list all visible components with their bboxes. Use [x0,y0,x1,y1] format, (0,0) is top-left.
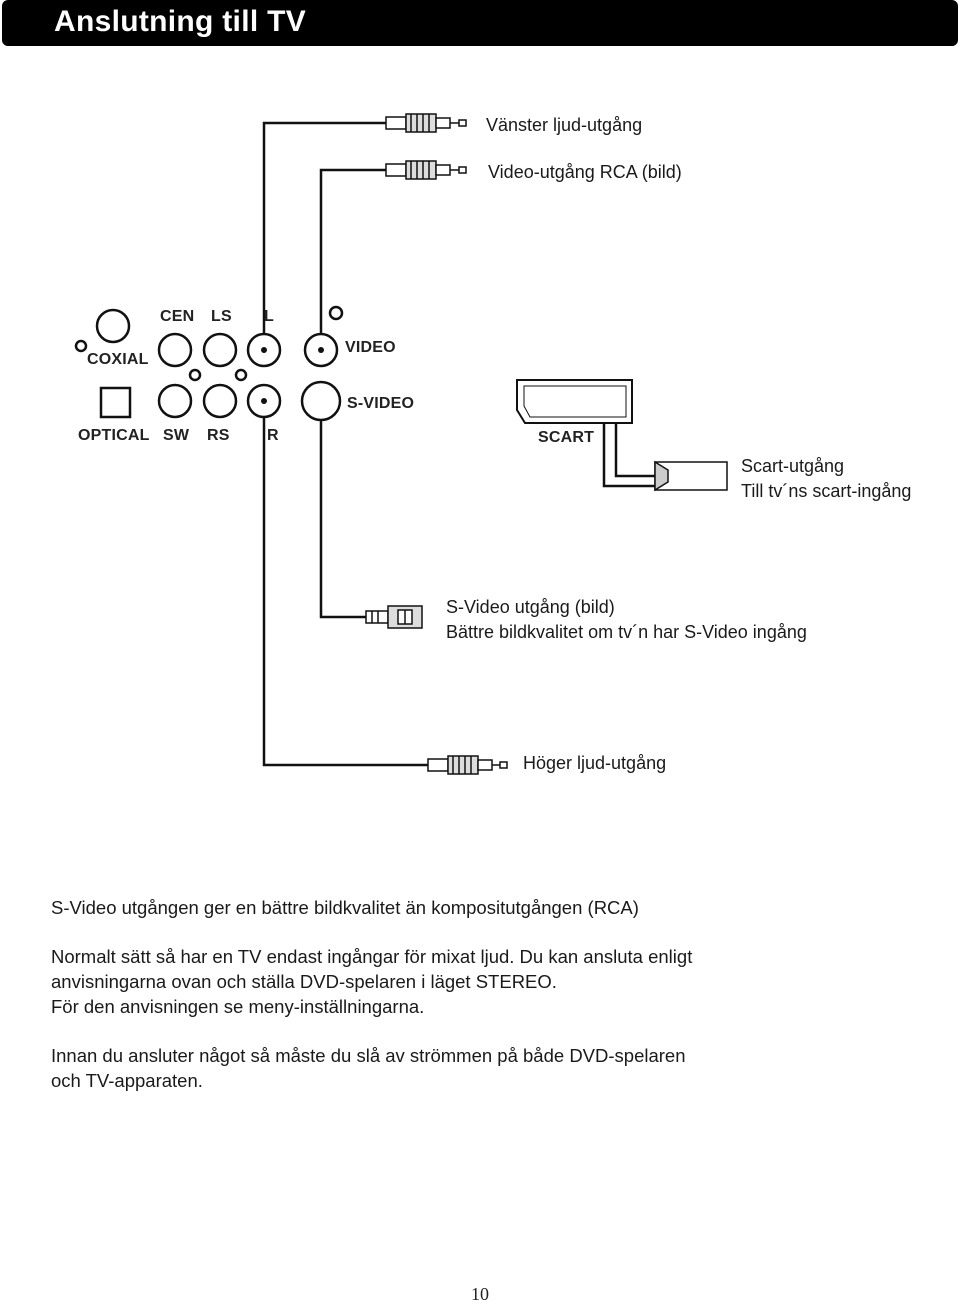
label-svideo-note: Bättre bildkvalitet om tv´n har S-Video … [446,622,807,642]
cable-svideo [319,408,368,619]
paragraph-stereo-line-3: För den anvisningen se meny-inställninga… [51,996,425,1017]
label-scart-in: Till tv´ns scart-ingång [741,481,912,501]
sw-jack-icon [157,383,193,419]
rca-plug-right-audio-icon [427,755,508,775]
jack-top-left-icon [95,308,131,344]
panel-label-r: R [267,427,279,444]
panel-label-ls: LS [211,308,232,325]
panel-label-svideo: S-VIDEO [347,395,415,412]
cable-scart-inner [614,405,655,478]
panel-label-video: VIDEO [345,339,396,356]
panel-label-rs: RS [207,427,230,444]
panel-label-scart: SCART [538,429,595,446]
label-right-audio: Höger ljud-utgång [523,753,667,773]
svideo-jack-icon [300,380,342,422]
header-bar [2,0,958,46]
page-number: 10 [471,1284,489,1304]
svideo-plug-icon [365,605,423,629]
coxial-jack-icon [74,339,88,353]
page-title: Anslutning till TV [54,5,307,38]
paragraph-svideo-quality: S-Video utgången ger en bättre bildkvali… [51,897,639,918]
ls-jack-icon [202,332,238,368]
small-jack-b-icon [234,368,248,382]
cable-video [319,168,388,340]
scart-plug-icon [654,460,728,492]
cable-scart-outer [602,405,655,488]
label-left-audio: Vänster ljud-utgång [486,115,643,135]
rca-plug-left-audio-icon [385,113,467,133]
optical-port-icon [99,386,132,419]
scart-connector-icon [516,379,633,424]
paragraph-power-line-1: Innan du ansluter något så måste du slå … [51,1045,686,1066]
small-jack-a-icon [188,368,202,382]
panel-label-coxial: COXIAL [87,351,149,368]
panel-label-sw: SW [163,427,190,444]
rs-jack-icon [202,383,238,419]
cable-right-audio [262,408,430,767]
label-scart-out: Scart-utgång [741,456,845,476]
paragraph-stereo-line-2: anvisningarna ovan och ställa DVD-spelar… [51,971,557,992]
panel-label-l: L [264,308,274,325]
rca-plug-video-icon [385,160,467,180]
panel-label-cen: CEN [160,308,195,325]
label-video-rca: Video-utgång RCA (bild) [488,162,682,182]
panel-label-optical: OPTICAL [78,427,150,444]
paragraph-stereo-line-1: Normalt sätt så har en TV endast ingånga… [51,946,693,967]
cen-jack-icon [157,332,193,368]
cable-left-audio [262,121,388,340]
video-small-jack-icon [328,305,344,321]
paragraph-power-line-2: och TV-apparaten. [51,1070,203,1091]
label-svideo-out: S-Video utgång (bild) [446,597,615,617]
